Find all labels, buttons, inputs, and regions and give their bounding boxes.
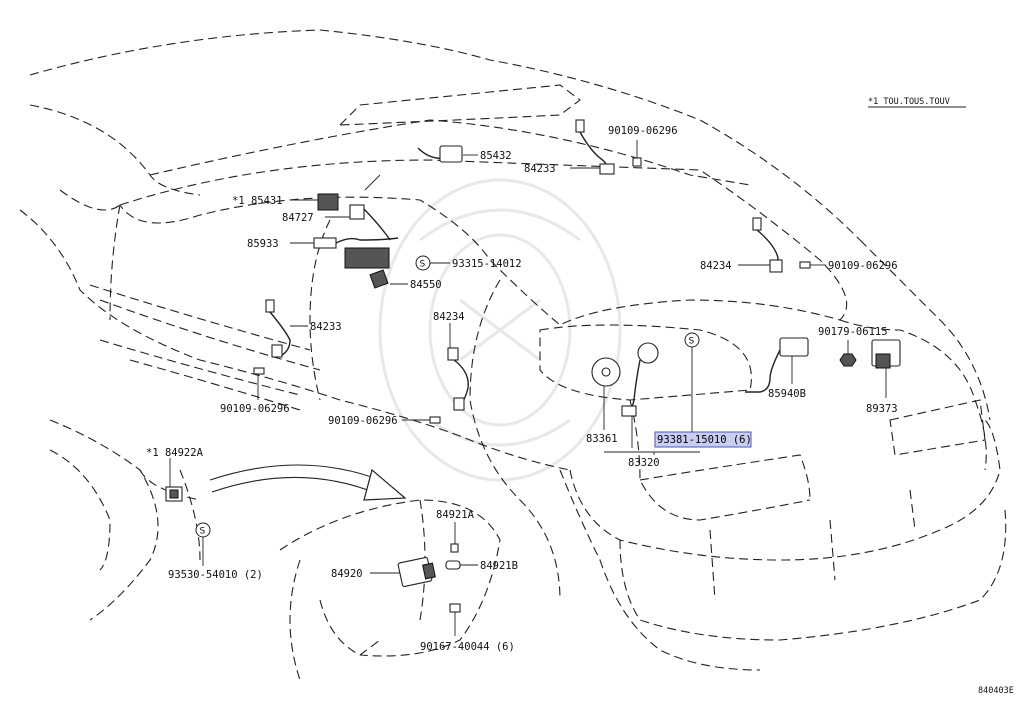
diagram-code: 840403E (978, 686, 1014, 696)
label-84727: 84727 (282, 212, 314, 224)
label-85431: *1 85431 (232, 195, 283, 207)
part-90167[interactable]: 90167-40044 (6) (420, 603, 515, 653)
watermark (378, 178, 622, 482)
label-85940b: 85940B (768, 388, 806, 400)
label-90109-top: 90109-06296 (608, 125, 678, 137)
label-84234-mid: 84234 (433, 311, 465, 323)
s-symbol-93530: S (200, 527, 206, 537)
part-85431[interactable]: *1 85431 (232, 193, 339, 211)
part-90109-left[interactable]: 90109-06296 (220, 367, 290, 415)
label-93381: 93381-15010 (6) (657, 434, 752, 446)
label-93315: 93315-14012 (452, 258, 522, 270)
model-note: *1 TOU.TOUS.TOUV (868, 97, 950, 107)
part-90109-top[interactable]: 90109-06296 (608, 125, 678, 167)
label-93530: 93530-54010 (2) (168, 569, 263, 581)
label-90179: 90179-06115 (818, 326, 888, 338)
part-93381[interactable]: S 93381-15010 (6) (654, 332, 752, 448)
label-84921b: 84921B (480, 560, 518, 572)
s-symbol-93381: S (689, 337, 695, 347)
label-90109-right: 90109-06296 (828, 260, 898, 272)
part-89373[interactable]: 89373 (866, 339, 901, 415)
label-84550: 84550 (410, 279, 442, 291)
part-84234-right[interactable]: 84234 (700, 217, 783, 273)
label-89373: 89373 (866, 403, 898, 415)
label-83320: 83320 (628, 457, 660, 469)
part-84921a[interactable]: 84921A (436, 509, 475, 553)
part-85933[interactable]: 85933 (247, 237, 399, 269)
label-84233-left: 84233 (310, 321, 342, 333)
part-90109-right[interactable]: 90109-06296 (799, 260, 898, 272)
label-84921a: 84921A (436, 509, 475, 521)
label-85933: 85933 (247, 238, 279, 250)
label-84234-right: 84234 (700, 260, 732, 272)
part-93530[interactable]: S 93530-54010 (2) (168, 522, 263, 581)
part-83320[interactable]: 83320 (621, 342, 660, 469)
part-90109-mid[interactable]: 90109-06296 (328, 415, 441, 427)
part-85940b[interactable]: 85940B (745, 337, 809, 400)
part-84920[interactable]: 84920 (331, 556, 436, 588)
part-84727[interactable]: 84727 (282, 174, 391, 241)
label-83361: 83361 (586, 433, 618, 445)
direction-arrow (209, 464, 407, 501)
part-84922a[interactable]: *1 84922A (146, 447, 204, 502)
label-84922a: *1 84922A (146, 447, 204, 459)
part-84921b[interactable]: 84921B (445, 560, 518, 572)
label-84920: 84920 (331, 568, 363, 580)
s-symbol: S (420, 260, 426, 270)
part-84550[interactable]: 84550 (369, 269, 442, 291)
label-90109-left: 90109-06296 (220, 403, 290, 415)
car-body-outline (19, 29, 1007, 681)
part-84233-left[interactable]: 84233 (265, 299, 342, 358)
part-84234-mid[interactable]: 84234 (433, 311, 469, 411)
label-84233-top: 84233 (524, 163, 556, 175)
label-bracket (604, 451, 700, 455)
part-83361[interactable]: 83361 (586, 357, 621, 445)
part-84233-top[interactable]: 84233 (524, 119, 615, 175)
label-90109-mid: 90109-06296 (328, 415, 398, 427)
label-90167: 90167-40044 (6) (420, 641, 515, 653)
part-93315[interactable]: S 93315-14012 (415, 255, 522, 271)
label-85432: 85432 (480, 150, 512, 162)
part-85432[interactable]: 85432 (417, 145, 512, 163)
part-90179[interactable]: 90179-06115 (818, 326, 888, 367)
